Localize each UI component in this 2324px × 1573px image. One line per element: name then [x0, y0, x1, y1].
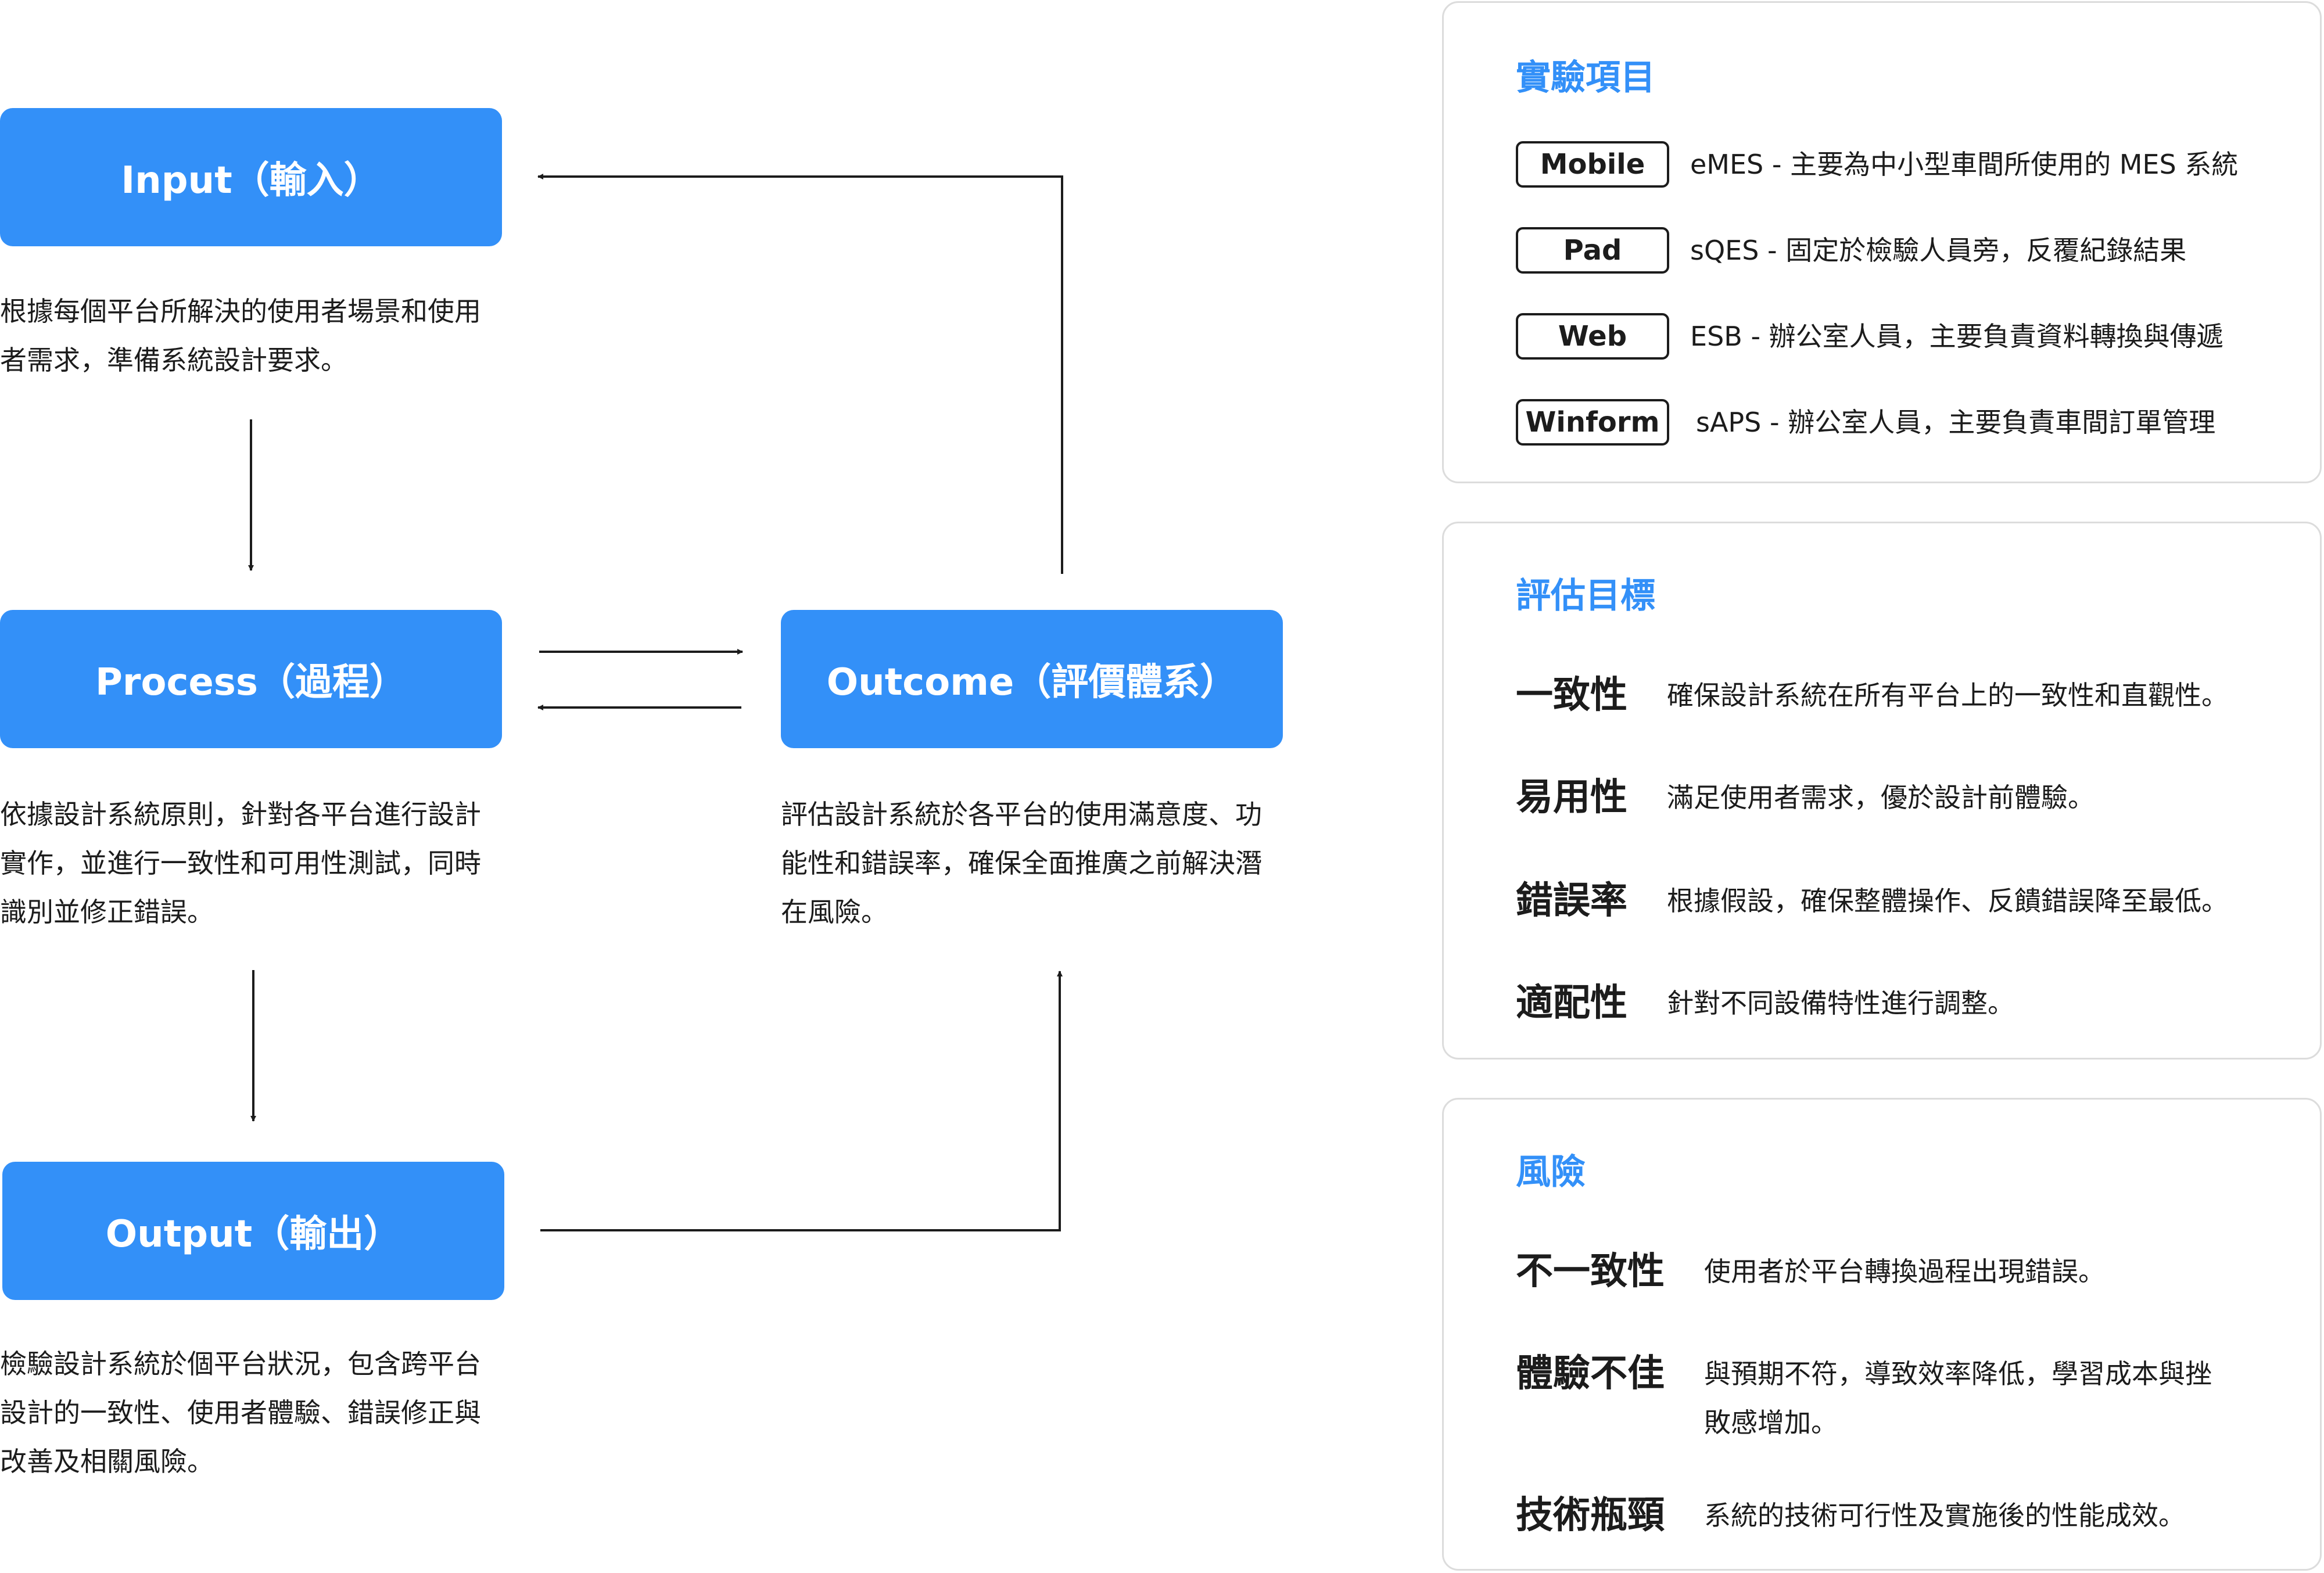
arrow-outcome-to-input [537, 174, 1063, 574]
experiment-text-web: ESB - 辦公室人員，主要負責資料轉換與傳遞 [1690, 321, 2223, 352]
goal-term-usability: 易用性 [1516, 776, 1627, 819]
tag-mobile: Mobile [1516, 141, 1669, 188]
outcome-description: 評估設計系統於各平台的使用滿意度、功 能性和錯誤率，確保全面推廣之前解決潛 在風… [781, 790, 1262, 936]
goal-desc-adaptability: 針對不同設備特性進行調整。 [1667, 987, 2014, 1019]
outcome-node: Outcome（評價體系） [781, 610, 1283, 748]
risks-title: 風險 [1516, 1152, 1586, 1193]
risk-desc-line: 敗感增加。 [1704, 1407, 1838, 1438]
tag-web: Web [1516, 313, 1669, 360]
experiments-panel: 實驗項目 Mobile eMES - 主要為中小型車間所使用的 MES 系統 P… [1442, 1, 2322, 483]
input-node: Input（輸入） [0, 108, 502, 246]
input-desc-line: 者需求，準備系統設計要求。 [0, 344, 347, 376]
tag-winform: Winform [1516, 399, 1669, 446]
goals-title: 評估目標 [1516, 576, 1655, 616]
risk-desc-line: 與預期不符，導致效率降低，學習成本與挫 [1704, 1358, 2212, 1389]
risk-term-tech-bottleneck: 技術瓶頸 [1516, 1494, 1665, 1537]
outcome-desc-line: 評估設計系統於各平台的使用滿意度、功 [781, 799, 1262, 830]
experiment-text-mobile: eMES - 主要為中小型車間所使用的 MES 系統 [1690, 149, 2239, 180]
arrow-output-to-outcome [540, 971, 1063, 1231]
goal-term-adaptability: 適配性 [1516, 982, 1627, 1025]
outcome-desc-line: 在風險。 [781, 896, 888, 928]
process-desc-line: 依據設計系統原則，針對各平台進行設計 [0, 799, 481, 830]
experiment-text-winform: sAPS - 辦公室人員，主要負責車間訂單管理 [1696, 407, 2216, 438]
goal-desc-usability: 滿足使用者需求，優於設計前體驗。 [1667, 782, 2095, 813]
outcome-desc-line: 能性和錯誤率，確保全面推廣之前解決潛 [781, 847, 1262, 879]
tag-pad: Pad [1516, 227, 1669, 274]
risk-desc-poor-experience: 與預期不符，導致效率降低，學習成本與挫 敗感增加。 [1704, 1349, 2212, 1447]
goal-desc-error-rate: 根據假設，確保整體操作、反饋錯誤降至最低。 [1667, 885, 2228, 917]
input-desc-line: 根據每個平台所解決的使用者場景和使用 [0, 296, 481, 327]
goal-term-consistency: 一致性 [1516, 674, 1627, 717]
process-node-label: Process（過程） [95, 661, 407, 704]
goal-term-error-rate: 錯誤率 [1516, 879, 1627, 922]
experiment-text-pad: sQES - 固定於檢驗人員旁，反覆紀錄結果 [1690, 235, 2187, 266]
outcome-node-label: Outcome（評價體系） [826, 661, 1238, 704]
input-node-label: Input（輸入） [121, 159, 381, 202]
output-desc-line: 檢驗設計系統於個平台狀況，包含跨平台 [0, 1348, 481, 1380]
process-desc-line: 識別並修正錯誤。 [0, 896, 214, 928]
experiments-title: 實驗項目 [1516, 58, 1655, 98]
risks-panel: 風險 不一致性 使用者於平台轉換過程出現錯誤。 體驗不佳 與預期不符，導致效率降… [1442, 1098, 2322, 1571]
risk-desc-inconsistency: 使用者於平台轉換過程出現錯誤。 [1704, 1256, 2105, 1287]
output-node: Output（輸出） [2, 1162, 504, 1300]
output-description: 檢驗設計系統於個平台狀況，包含跨平台 設計的一致性、使用者體驗、錯誤修正與 改善… [0, 1339, 481, 1486]
goals-panel: 評估目標 一致性 確保設計系統在所有平台上的一致性和直觀性。 易用性 滿足使用者… [1442, 522, 2322, 1060]
risk-desc-tech-bottleneck: 系統的技術可行性及實施後的性能成效。 [1704, 1500, 2185, 1531]
input-description: 根據每個平台所解決的使用者場景和使用 者需求，準備系統設計要求。 [0, 287, 481, 385]
process-node: Process（過程） [0, 610, 502, 748]
output-desc-line: 設計的一致性、使用者體驗、錯誤修正與 [0, 1397, 481, 1428]
goal-desc-consistency: 確保設計系統在所有平台上的一致性和直觀性。 [1667, 680, 2228, 711]
process-description: 依據設計系統原則，針對各平台進行設計 實作，並進行一致性和可用性測試，同時 識別… [0, 790, 481, 936]
output-desc-line: 改善及相關風險。 [0, 1446, 214, 1477]
risk-term-inconsistency: 不一致性 [1516, 1250, 1665, 1293]
risk-term-poor-experience: 體驗不佳 [1516, 1352, 1665, 1395]
output-node-label: Output（輸出） [105, 1213, 401, 1256]
process-desc-line: 實作，並進行一致性和可用性測試，同時 [0, 847, 481, 879]
